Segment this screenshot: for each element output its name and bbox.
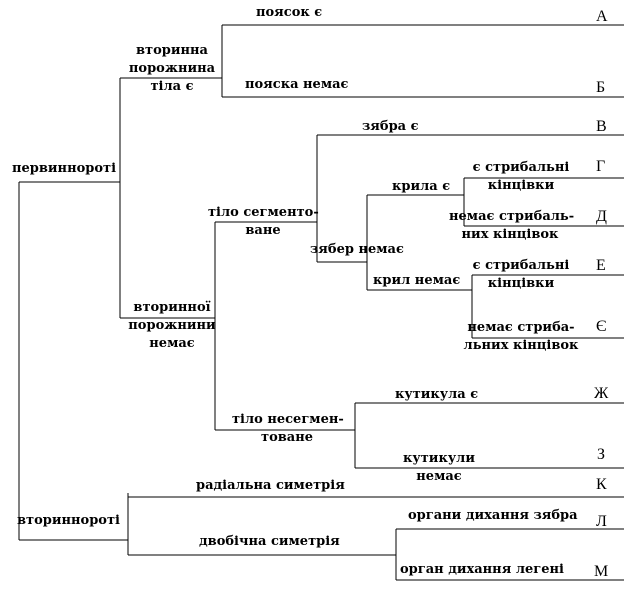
label-jump-no-1: немає стрибаль- них кінцівок xyxy=(449,209,575,242)
label-wings-yes: крила є xyxy=(392,179,451,194)
label-cuticle-yes: кутикула є xyxy=(395,387,479,402)
label-gills-yes: зябра є xyxy=(362,119,419,134)
letter-k: К xyxy=(596,476,607,493)
letter-zh: Ж xyxy=(594,385,609,402)
label-segmented: тіло сегменто- ване xyxy=(208,205,319,238)
label-resp-lungs: орган дихання легені xyxy=(400,562,564,577)
label-primary: первиннороті xyxy=(12,161,117,176)
letter-e: Е xyxy=(596,257,606,274)
label-coelom-no: вторинної порожнини немає xyxy=(128,300,216,351)
label-resp-gills: органи дихання зябра xyxy=(408,508,578,523)
label-jump-yes-1: є стрибальні кінцівки xyxy=(472,160,570,193)
label-gills-no: зябер немає xyxy=(310,242,404,257)
letter-l: Л xyxy=(596,513,607,530)
letter-h: Г xyxy=(596,158,606,175)
letter-ye: Є xyxy=(596,318,607,335)
label-bilateral: двобічна симетрія xyxy=(199,534,340,549)
label-radial: радіальна симетрія xyxy=(196,478,345,493)
label-cuticle-no: кутикули немає xyxy=(403,451,475,484)
letter-d: Д xyxy=(596,208,607,225)
letter-v: В xyxy=(596,118,607,135)
letter-m: М xyxy=(594,563,609,580)
label-jump-yes-2: є стрибальні кінцівки xyxy=(472,258,570,291)
letter-a: А xyxy=(596,8,608,25)
label-coelom-yes: вторинна порожнина тіла є xyxy=(128,43,216,94)
label-unsegmented: тіло несегмен- товане xyxy=(232,412,344,445)
label-wings-no: крил немає xyxy=(373,273,461,288)
letter-b: Б xyxy=(596,79,606,96)
letter-z: З xyxy=(597,446,606,463)
label-secondary: вториннороті xyxy=(17,513,120,528)
label-belt-no: пояска немає xyxy=(245,77,349,92)
label-jump-no-2: немає стриба- льних кінцівок xyxy=(463,320,579,353)
label-belt-yes: поясок є xyxy=(256,5,323,20)
